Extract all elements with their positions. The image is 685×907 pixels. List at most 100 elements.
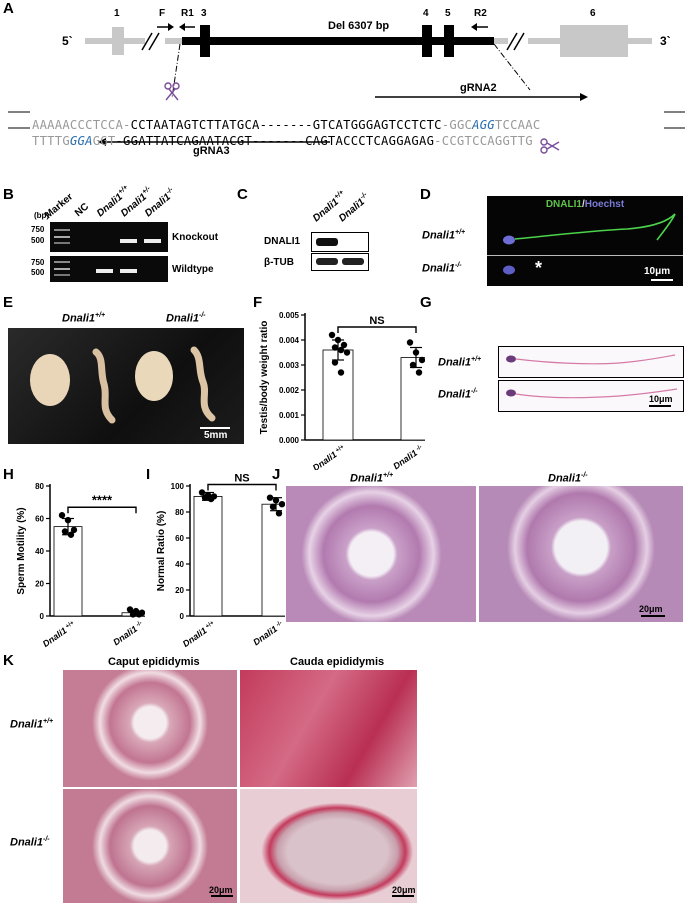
marker-500-top: 500 xyxy=(31,236,45,245)
histology-testis-wt xyxy=(286,486,476,622)
exon-4-label: 4 xyxy=(423,8,429,19)
panel-label-a: A xyxy=(3,0,14,17)
gel-wildtype xyxy=(50,256,168,282)
d-scalebar: 10μm xyxy=(644,266,671,277)
primer-f-label: F xyxy=(159,8,166,19)
data-point xyxy=(328,331,336,339)
histology-caput-wt xyxy=(63,670,237,787)
scissors-icon-top xyxy=(164,82,180,101)
grna3-label: gRNA3 xyxy=(193,145,230,157)
y-tick-label: 60 xyxy=(35,515,44,524)
significance-bracket xyxy=(207,483,277,491)
data-point xyxy=(406,339,414,346)
d-row-wt: Dnali1+/+ xyxy=(422,229,466,242)
x-tick-label: Dnali1 -/- xyxy=(251,619,285,647)
exon-1 xyxy=(112,27,124,55)
data-point xyxy=(266,494,274,501)
y-tick-label: 0 xyxy=(40,612,45,621)
e-scalebar: 5mm xyxy=(204,430,228,441)
x-tick-label: Dnali1 +/+ xyxy=(181,619,218,649)
panel-label-f: F xyxy=(253,294,263,311)
y-tick-label: 40 xyxy=(175,560,184,569)
exon-1-label: 1 xyxy=(114,8,120,19)
strand-3-label: 3` xyxy=(660,34,671,48)
y-tick-label: 0.000 xyxy=(279,436,300,445)
d-row-ko: Dnali1-/- xyxy=(422,262,462,275)
grna2-label: gRNA2 xyxy=(460,82,497,94)
data-point xyxy=(278,501,285,508)
data-point xyxy=(198,489,206,496)
c-row-dnali1: DNALI1 xyxy=(264,236,301,247)
row-wildtype: Wildtype xyxy=(172,264,214,275)
panel-label-h: H xyxy=(3,466,14,483)
data-point xyxy=(415,369,423,376)
data-point xyxy=(135,611,143,618)
data-point xyxy=(337,346,345,354)
western-btub xyxy=(311,253,369,271)
exon-5 xyxy=(444,25,454,57)
k-scalebar-right: 20μm xyxy=(392,885,416,895)
deletion-label: Del 6307 bp xyxy=(328,20,390,32)
significance-label: NS xyxy=(369,315,384,327)
data-point xyxy=(272,497,280,504)
x-tick-label: Dnali1 -/- xyxy=(391,443,425,470)
marker-750-top: 750 xyxy=(31,225,45,234)
exon-6 xyxy=(560,25,628,57)
histology-testis-ko: 20μm xyxy=(479,486,683,622)
y-tick-label: 20 xyxy=(35,580,44,589)
sequence-top: AAAAACCCTCCA-CCTAATAGTCTTATGCA-------GTC… xyxy=(32,118,541,132)
panel-label-e: E xyxy=(3,294,14,311)
y-axis-label: Normal Ratio (%) xyxy=(156,511,167,592)
marker-500-bottom: 500 xyxy=(31,268,45,277)
y-tick-label: 0.001 xyxy=(279,411,300,420)
k-col-cauda: Cauda epididymis xyxy=(290,656,385,668)
exon-3 xyxy=(200,25,210,57)
data-point xyxy=(409,361,417,369)
y-tick-label: 100 xyxy=(171,482,185,491)
j-scalebar: 20μm xyxy=(639,604,663,614)
significance-bracket xyxy=(67,506,137,514)
k-scalebar-left: 20μm xyxy=(209,885,233,895)
data-point xyxy=(126,606,134,613)
row-knockout: Knockout xyxy=(172,232,219,243)
panel-label-c: C xyxy=(237,186,248,203)
j-col-wt: Dnali1+/+ xyxy=(350,472,394,485)
g-scalebar: 10μm xyxy=(649,394,673,404)
y-tick-label: 0.002 xyxy=(279,386,300,395)
data-point xyxy=(412,349,420,356)
testis-photo: 5mm xyxy=(8,328,244,444)
strand-5-label: 5` xyxy=(62,34,73,48)
k-col-caput: Caput epididymis xyxy=(108,656,200,668)
g-row-ko: Dnali1-/- xyxy=(438,388,478,401)
e-col-wt: Dnali1+/+ xyxy=(62,312,106,325)
e-col-ko: Dnali1-/- xyxy=(166,312,206,325)
c-row-btub: β-TUB xyxy=(264,257,294,268)
sperm-image-ko: 10μm xyxy=(498,380,684,412)
y-tick-label: 0 xyxy=(180,612,185,621)
panel-label-g: G xyxy=(420,294,432,311)
sperm-image-wt xyxy=(498,346,684,378)
data-point xyxy=(334,336,342,344)
histology-cauda-wt xyxy=(240,670,417,787)
fluorescence-image: DNALI1/Hoechst * 10μm xyxy=(487,196,683,286)
significance-label: **** xyxy=(92,492,113,507)
data-point xyxy=(340,341,348,349)
bar xyxy=(193,495,223,617)
primer-r1-label: R1 xyxy=(181,8,194,19)
bp-label: (bp) xyxy=(34,211,50,220)
exon-3-label: 3 xyxy=(201,8,207,19)
y-tick-label: 0.004 xyxy=(279,336,300,345)
western-dnali1 xyxy=(311,232,369,252)
data-point xyxy=(331,344,339,351)
y-tick-label: 20 xyxy=(175,586,184,595)
data-point xyxy=(337,369,345,376)
data-point xyxy=(269,503,277,510)
y-axis-label: Sperm Motility (%) xyxy=(16,507,27,594)
bar xyxy=(322,349,354,441)
marker-750-bottom: 750 xyxy=(31,258,45,267)
x-tick-label: Dnali1 -/- xyxy=(111,619,145,647)
data-point xyxy=(129,611,137,618)
bar xyxy=(400,357,425,441)
